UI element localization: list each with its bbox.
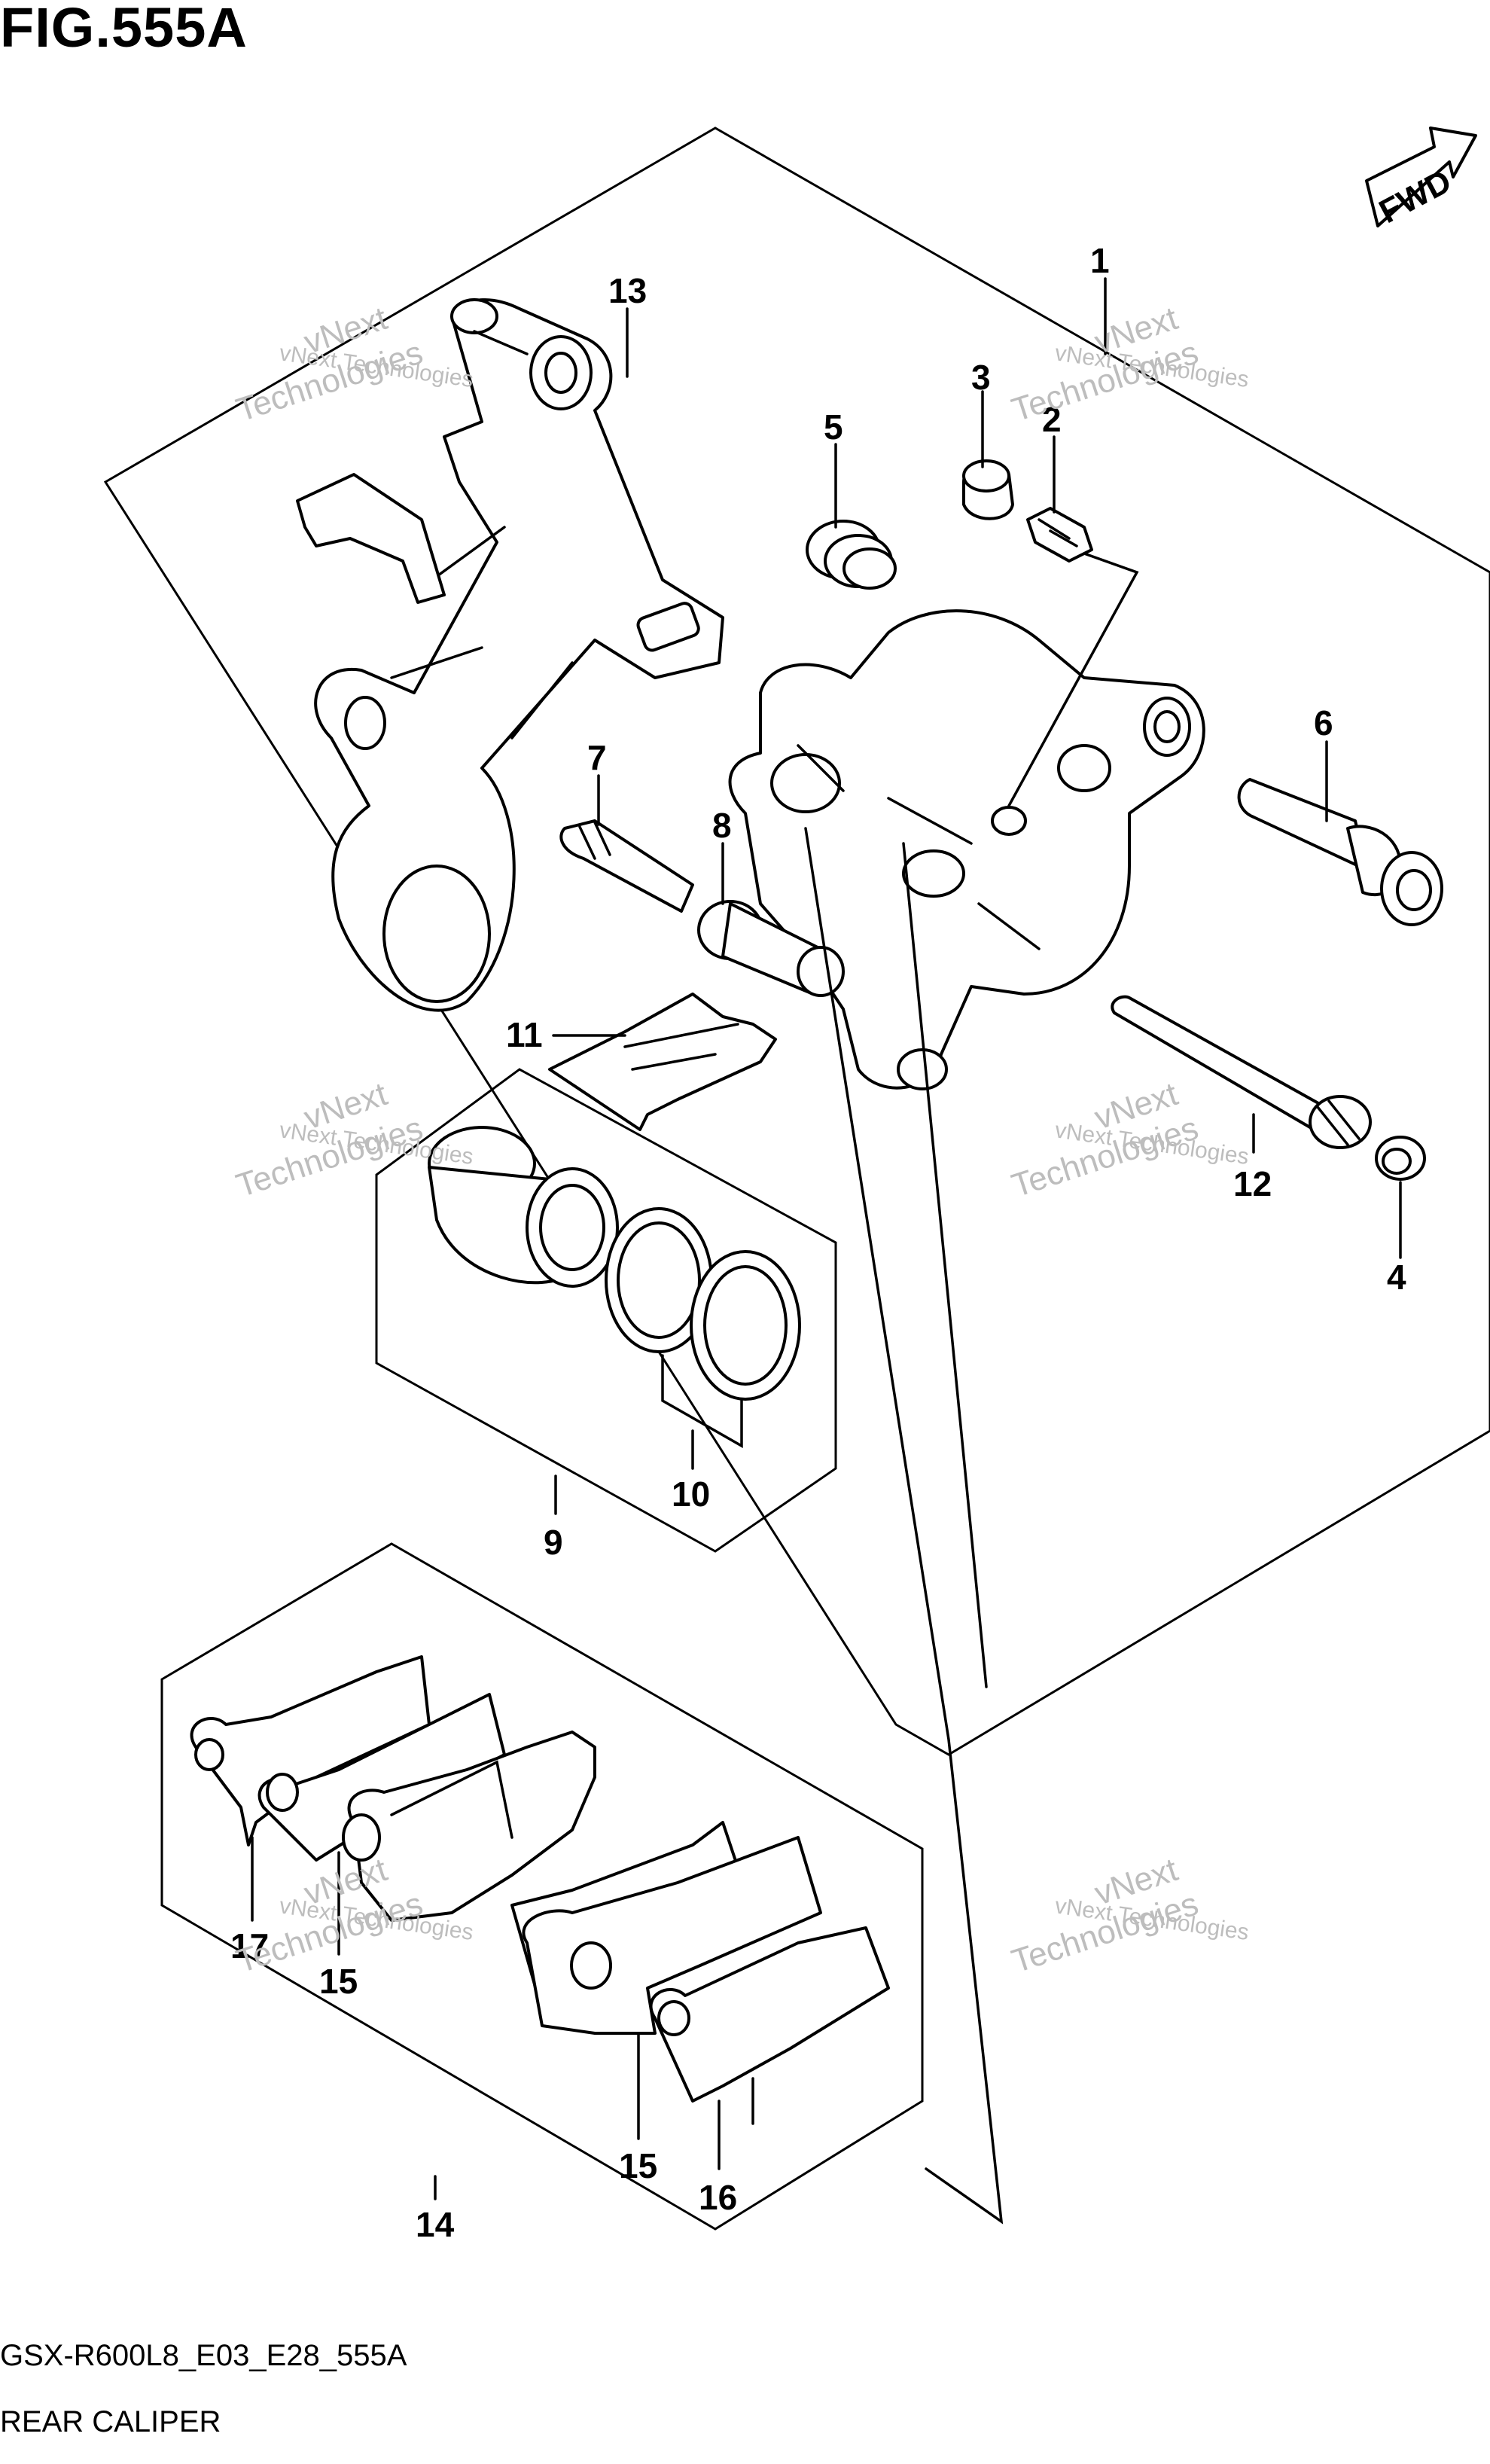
callout-11: 11 bbox=[506, 1015, 543, 1054]
pad-spring bbox=[548, 993, 777, 1131]
caliper-body bbox=[728, 609, 1205, 1090]
pad-shim-front bbox=[649, 1926, 890, 2103]
model-code: GSX-R600L8_E03_E28_555A bbox=[0, 2339, 407, 2372]
callout-1: 1 bbox=[1090, 241, 1110, 280]
figure-title: FIG.555A bbox=[0, 0, 248, 59]
caliper-assembly-boundary bbox=[103, 127, 1490, 1756]
callout-14: 14 bbox=[416, 2205, 455, 2244]
brake-pad-friction bbox=[347, 1731, 596, 1922]
watermark-top-right: vNext Technologies vNext Technologies bbox=[1007, 300, 1251, 428]
bleeder-valve bbox=[1026, 507, 1093, 563]
bleeder-cap bbox=[962, 459, 1014, 520]
dust-seal bbox=[690, 1250, 801, 1401]
section-name: REAR CALIPER bbox=[0, 2405, 221, 2438]
piston-kit-boundary bbox=[375, 1068, 837, 1553]
callout-4: 4 bbox=[1387, 1258, 1406, 1297]
callout-labels: 1 2 3 4 5 6 7 8 9 10 11 12 13 14 15 15 1… bbox=[230, 241, 1406, 2244]
leader-lines bbox=[251, 277, 1402, 2225]
slide-pin-boot bbox=[806, 520, 897, 590]
callout-9: 9 bbox=[544, 1523, 563, 1562]
callout-15b: 15 bbox=[619, 2146, 657, 2185]
callout-2: 2 bbox=[1042, 400, 1062, 439]
pin-sleeve bbox=[697, 900, 845, 997]
piston-seal bbox=[605, 1207, 713, 1353]
fwd-arrow-icon: FWD bbox=[1365, 127, 1477, 230]
watermark-bottom-right: vNext Technologies vNext Technologies bbox=[1007, 1851, 1251, 1980]
callout-12: 12 bbox=[1233, 1164, 1272, 1203]
watermark-top-left: vNext Technologies vNext Technologies bbox=[232, 300, 475, 428]
callout-15a: 15 bbox=[319, 1962, 358, 2001]
slide-pin-upper bbox=[1237, 778, 1443, 926]
callout-6: 6 bbox=[1314, 703, 1333, 743]
callout-13: 13 bbox=[608, 271, 647, 310]
caliper-pin-small bbox=[559, 819, 694, 913]
slide-pin-lower bbox=[1111, 995, 1372, 1149]
callout-3: 3 bbox=[971, 358, 991, 397]
callout-17: 17 bbox=[230, 1926, 269, 1965]
brake-pad-set-boundary bbox=[160, 1542, 924, 2231]
callout-10: 10 bbox=[672, 1474, 710, 1514]
callout-16: 16 bbox=[699, 2178, 737, 2217]
callout-7: 7 bbox=[587, 738, 607, 777]
caliper-bracket bbox=[296, 298, 724, 1012]
callout-8: 8 bbox=[712, 806, 732, 845]
caliper-piston bbox=[428, 1126, 619, 1288]
watermark-mid-right: vNext Technologies vNext Technologies bbox=[1007, 1075, 1251, 1204]
pin-plug bbox=[1375, 1136, 1426, 1181]
callout-5: 5 bbox=[824, 407, 843, 447]
